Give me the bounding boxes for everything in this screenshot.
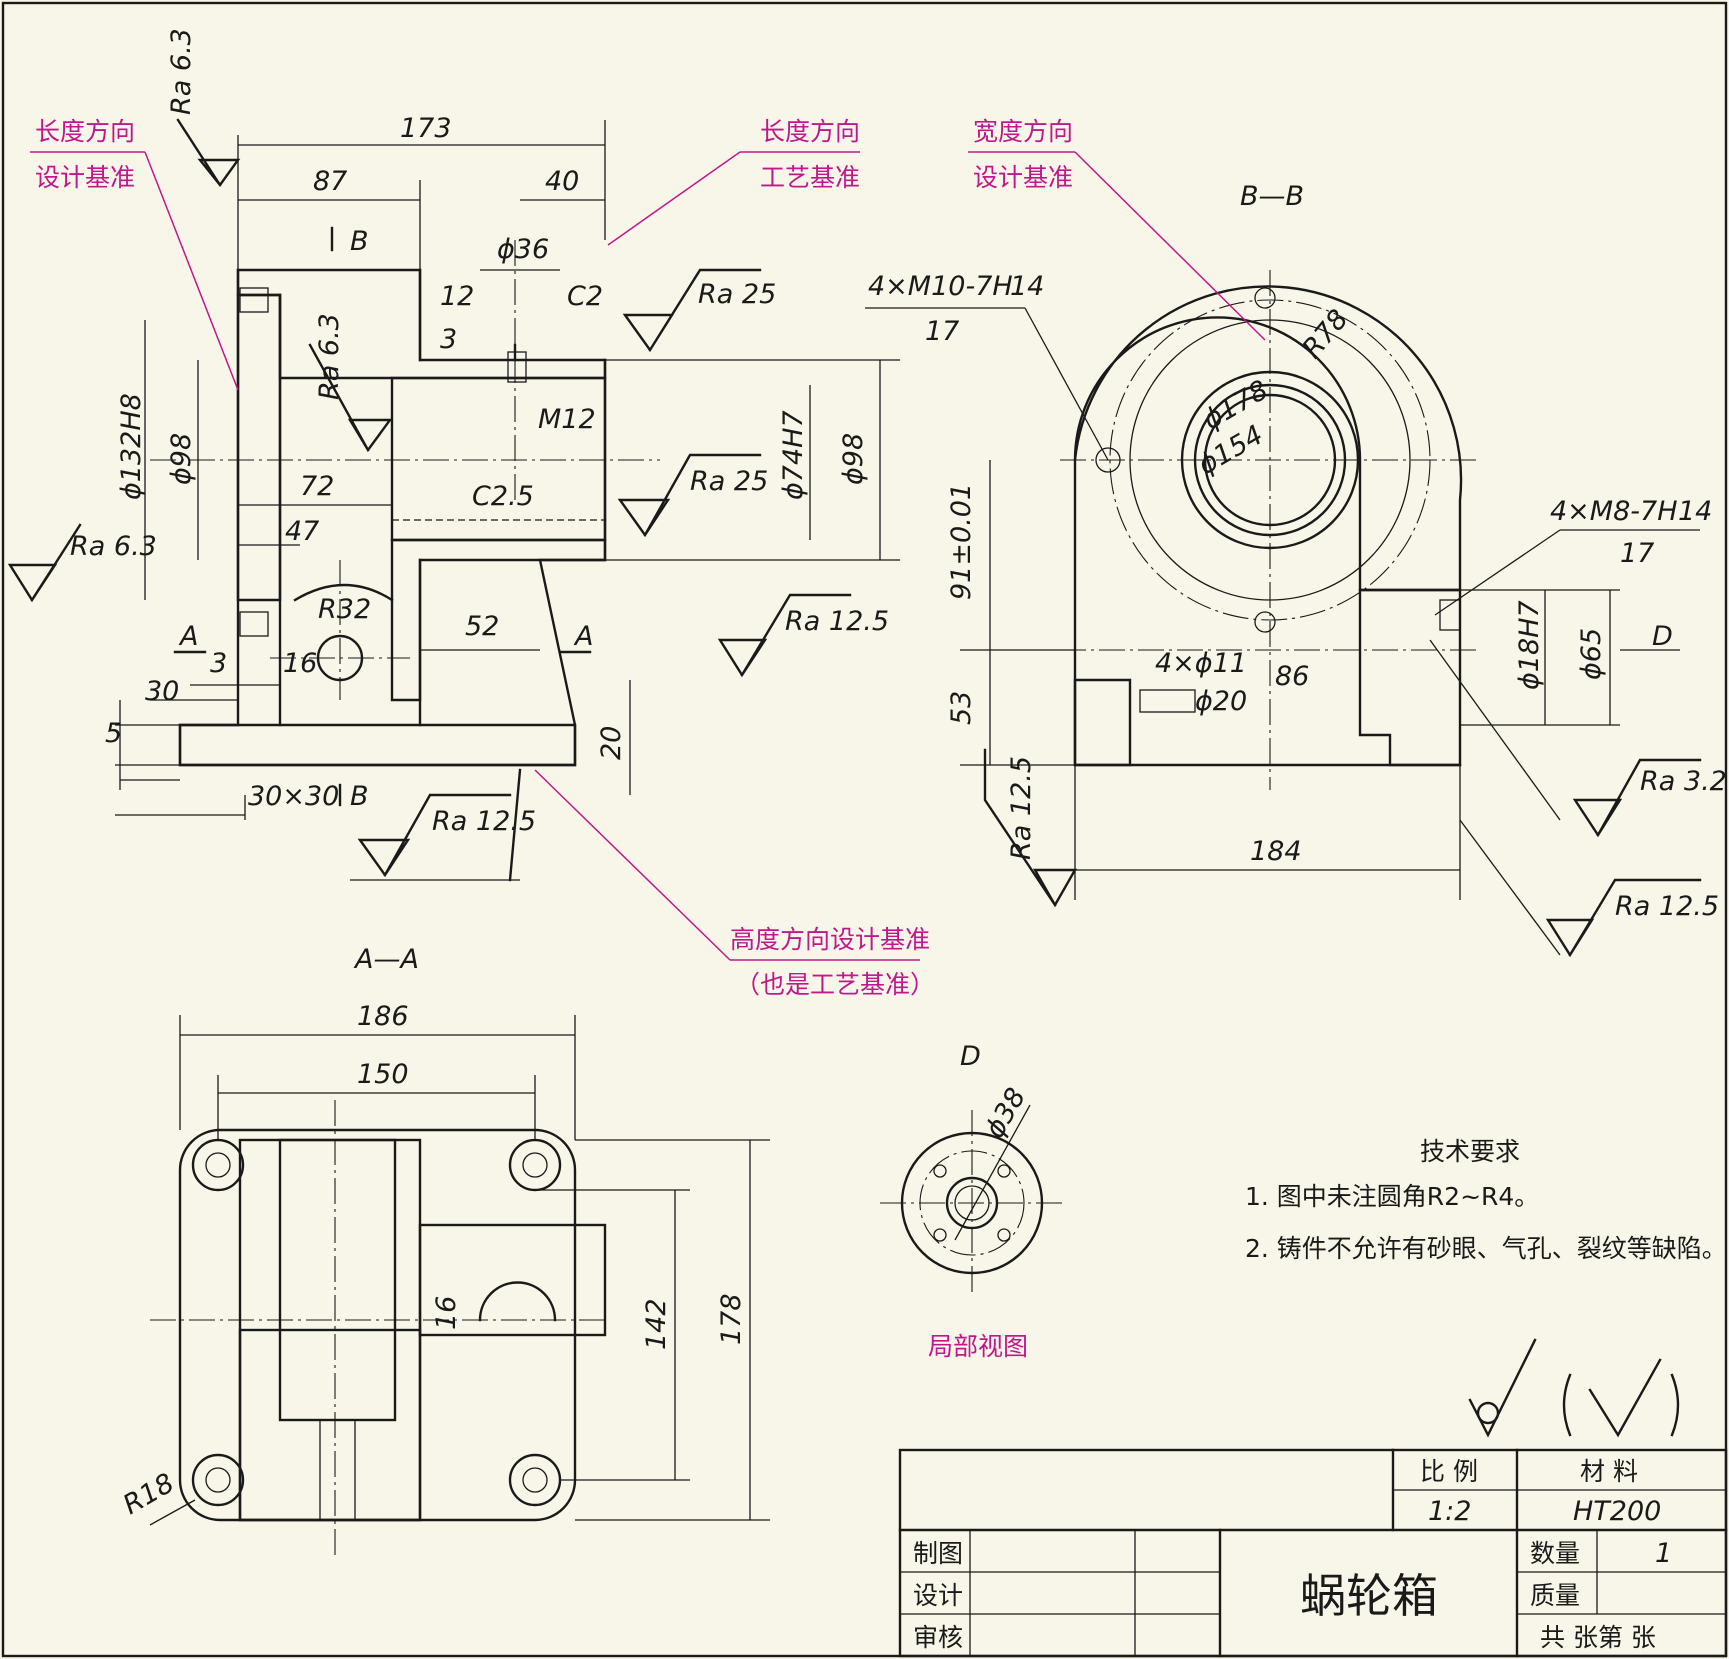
- mass-label: 质量: [1530, 1581, 1580, 1610]
- dim-91: 91±0.01: [946, 483, 977, 600]
- part-name: 蜗轮箱: [1300, 1569, 1438, 1623]
- dim-178: 178: [716, 1293, 747, 1345]
- quantity-value: 1: [1655, 1538, 1672, 1569]
- view-d: D ϕ38 局部视图: [880, 1041, 1065, 1361]
- general-roughness-symbol: [1468, 1338, 1680, 1438]
- dim-c2-5: C2.5: [472, 481, 534, 512]
- tech-item-2: 2. 铸件不允许有砂眼、气孔、裂纹等缺陷。: [1245, 1234, 1727, 1263]
- annotation-width-design-1: 宽度方向: [973, 117, 1073, 146]
- annotation-length-process-1: 长度方向: [760, 117, 860, 146]
- annotation-length-design-2: 设计基准: [35, 163, 135, 192]
- dim-3-top: 3: [440, 324, 457, 355]
- quantity-label: 数量: [1530, 1539, 1580, 1568]
- section-b-b-title: B—B: [1240, 181, 1304, 212]
- dim-phi178: ϕ178: [1198, 375, 1274, 437]
- view-d-caption: 局部视图: [928, 1332, 1028, 1361]
- dim-phi154: ϕ154: [1193, 420, 1269, 482]
- dim-53: 53: [946, 691, 977, 725]
- section-a-a-title: A—A: [353, 944, 419, 975]
- section-b-b: B—B 4×M10-7H 14 17 4×M8-7H 14 17 R78 ϕ17…: [865, 181, 1727, 958]
- dim-phi132: ϕ132H8: [116, 393, 147, 500]
- view-d-title: D: [960, 1041, 981, 1072]
- dim-72: 72: [300, 471, 334, 502]
- section-mark-a-right: A: [573, 621, 593, 652]
- dim-30x30: 30×30: [248, 781, 339, 812]
- section-a-a: A—A 186 150 142 178 16 R18: [118, 944, 770, 1560]
- thread-m10-drill: 17: [925, 316, 959, 347]
- thread-m10-depth: 14: [1010, 271, 1044, 302]
- dim-r78: R78: [1297, 304, 1355, 365]
- dim-52: 52: [465, 611, 499, 642]
- dim-phi98-left: ϕ98: [166, 433, 197, 485]
- annotation-width-design-2: 设计基准: [973, 163, 1073, 192]
- dim-20: 20: [596, 726, 627, 760]
- roughness-ra63-inner: Ra 6.3: [314, 313, 345, 400]
- front-view: 173 87 40 ϕ36 12 3 C2 M12 C2.5 72 47 R32…: [7, 28, 900, 882]
- roughness-ra25-mid: Ra 25: [690, 466, 768, 497]
- sheet-label: 共 张第 张: [1540, 1623, 1656, 1652]
- annotation-length-design-1: 长度方向: [35, 117, 135, 146]
- roughness-ra25-top: Ra 25: [698, 279, 776, 310]
- roughness-ra125-bottom: Ra 12.5: [432, 806, 536, 837]
- dim-c2: C2: [567, 281, 603, 312]
- roughness-ra125-bb-right: Ra 12.5: [1615, 891, 1719, 922]
- holes-4xphi11: 4×ϕ11: [1155, 648, 1247, 679]
- dim-phi65: ϕ65: [1576, 628, 1607, 680]
- drawn-label: 制图: [913, 1539, 963, 1568]
- dim-3-left: 3: [210, 648, 227, 679]
- dim-87: 87: [313, 166, 347, 197]
- material-value: HT200: [1573, 1496, 1661, 1527]
- thread-m10: 4×M10-7H: [868, 271, 1013, 302]
- section-mark-b-top: B: [350, 226, 369, 257]
- thread-m8: 4×M8-7H: [1550, 496, 1678, 527]
- annotation-height-2: （也是工艺基准）: [735, 970, 935, 999]
- dim-m12: M12: [538, 404, 596, 435]
- roughness-ra63-top: Ra 6.3: [166, 28, 197, 115]
- roughness-ra32: Ra 3.2: [1640, 766, 1727, 797]
- roughness-ra63-left: Ra 6.3: [70, 531, 157, 562]
- dim-150: 150: [357, 1059, 409, 1090]
- roughness-symbol: [7, 118, 852, 882]
- dim-40: 40: [545, 166, 579, 197]
- dim-142: 142: [641, 1298, 672, 1350]
- design-label: 设计: [913, 1581, 963, 1610]
- tech-title: 技术要求: [1420, 1137, 1520, 1166]
- datum-annotations: 长度方向 设计基准 长度方向 工艺基准 宽度方向 设计基准 高度方向设计基准 （…: [30, 117, 1266, 999]
- dim-5: 5: [105, 718, 122, 749]
- section-mark-b-bottom: B: [350, 781, 369, 812]
- annotation-length-process-2: 工艺基准: [760, 163, 860, 192]
- scale-label: 比 例: [1420, 1457, 1478, 1486]
- annotation-height-1: 高度方向设计基准: [730, 925, 930, 954]
- title-block: 比 例 1:2 材 料 HT200 制图 设计 审核 蜗轮箱 数量 1 质量 共…: [898, 1448, 1728, 1658]
- dim-16: 16: [283, 648, 317, 679]
- dim-86: 86: [1275, 661, 1309, 692]
- roughness-ra125-right: Ra 12.5: [785, 606, 889, 637]
- roughness-ra125-bb-left: Ra 12.5: [1006, 756, 1037, 860]
- dim-phi18: ϕ18H7: [1514, 600, 1545, 690]
- material-label: 材 料: [1580, 1457, 1638, 1486]
- scale-value: 1:2: [1428, 1496, 1471, 1527]
- tech-item-1: 1. 图中未注圆角R2~R4。: [1245, 1182, 1539, 1211]
- dim-173: 173: [400, 113, 452, 144]
- hole-phi20: ϕ20: [1195, 686, 1247, 717]
- dim-47: 47: [285, 516, 319, 547]
- dim-30: 30: [145, 676, 179, 707]
- dim-phi36: ϕ36: [497, 234, 549, 265]
- technical-requirements: 技术要求 1. 图中未注圆角R2~R4。 2. 铸件不允许有砂眼、气孔、裂纹等缺…: [1245, 1137, 1727, 1263]
- dim-phi98-right: ϕ98: [838, 433, 869, 485]
- dim-186: 186: [357, 1001, 409, 1032]
- dim-16-aa: 16: [431, 1296, 462, 1330]
- dim-12: 12: [440, 281, 474, 312]
- thread-m8-depth: 14: [1678, 496, 1712, 527]
- thread-m8-drill: 17: [1620, 538, 1654, 569]
- dim-184: 184: [1250, 836, 1302, 867]
- section-mark-a-left: A: [178, 621, 198, 652]
- check-label: 审核: [913, 1623, 963, 1652]
- dim-r32: R32: [318, 594, 371, 625]
- dim-phi74: ϕ74H7: [778, 410, 809, 500]
- view-mark-d: D: [1652, 621, 1673, 652]
